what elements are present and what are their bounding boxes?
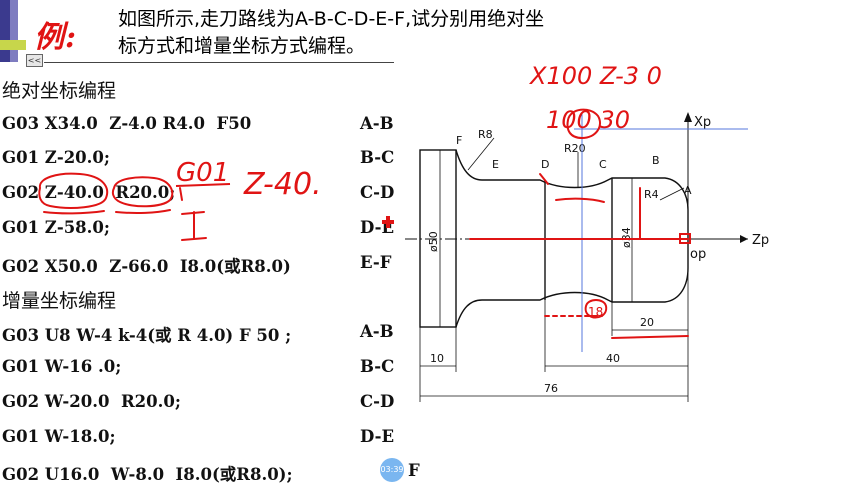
point-label-e: E: [492, 158, 499, 171]
r4-label: R4: [644, 188, 659, 201]
incremental-heading: 增量坐标编程: [2, 290, 117, 312]
incremental-line-1: G03 U8 W-4 k-4(或 R 4.0) F 50 ;: [2, 326, 292, 345]
incremental-seg-2: B-C: [360, 357, 395, 376]
absolute-heading: 绝对坐标编程: [2, 80, 117, 102]
incremental-seg-1: A-B: [360, 322, 394, 341]
ink-curve-cd: [555, 197, 605, 203]
incremental-line-5: G02 U16.0 W-8.0 I8.0(或R8.0);: [2, 465, 293, 484]
ink-circle-100: [566, 108, 601, 140]
point-label-d: D: [541, 158, 549, 171]
part-profile-bottom: [455, 267, 689, 328]
d50-label: ø50: [427, 231, 440, 252]
xp-arrow: [684, 112, 692, 122]
ink-annotation-18: 18: [588, 305, 603, 319]
ink-origin-box: [679, 233, 691, 244]
incremental-seg-5: F: [408, 461, 420, 480]
point-label-a: A: [684, 184, 692, 197]
previous-slide-button[interactable]: <<: [26, 54, 43, 67]
red-cross-marker: [382, 216, 394, 228]
d34-label: ø34: [620, 227, 633, 248]
origin-label: op: [690, 247, 706, 262]
video-timestamp-badge: 03:39: [380, 458, 404, 482]
absolute-seg-5: E-F: [360, 253, 392, 272]
dim-10-label: 10: [430, 352, 444, 365]
absolute-line-4: G01 Z-58.0;: [2, 218, 110, 237]
r8-leader: [467, 137, 495, 171]
problem-line-1: 如图所示,走刀路线为A-B-C-D-E-F,试分别用绝对坐: [118, 8, 545, 30]
r20-label: R20: [564, 142, 586, 155]
incremental-seg-4: D-E: [360, 427, 395, 446]
r8-label: R8: [478, 128, 493, 141]
ink-underline-20: [611, 335, 689, 339]
problem-statement: 如图所示,走刀路线为A-B-C-D-E-F,试分别用绝对坐 标方式和增量坐标方式…: [118, 6, 758, 60]
xp-axis-label: Xp: [694, 115, 711, 130]
absolute-seg-1: A-B: [360, 114, 394, 133]
dim-20-label: 20: [640, 316, 654, 329]
absolute-seg-3: C-D: [360, 183, 395, 202]
slide-accent-bar: [0, 0, 26, 62]
ink-tick-d: [539, 173, 549, 185]
incremental-seg-3: C-D: [360, 392, 395, 411]
part-profile-top: [455, 149, 689, 211]
problem-line-2: 标方式和增量坐标方式编程。: [118, 35, 366, 57]
ink-annotation-line2: 100 30: [546, 106, 630, 134]
absolute-line-2: G01 Z-20.0;: [2, 148, 110, 167]
zp-arrow: [740, 235, 748, 243]
dim-76-label: 76: [544, 382, 558, 395]
title-underline: [44, 62, 394, 63]
point-label-c: C: [599, 158, 607, 171]
point-label-b: B: [652, 154, 660, 167]
zp-axis-label: Zp: [752, 233, 769, 248]
absolute-line-5: G02 X50.0 Z-66.0 I8.0(或R8.0): [2, 257, 291, 276]
r4-leader: [659, 187, 685, 201]
absolute-line-1: G03 X34.0 Z-4.0 R4.0 F50: [2, 114, 252, 133]
point-label-f: F: [456, 134, 462, 147]
absolute-seg-2: B-C: [360, 148, 395, 167]
dim-40-label: 40: [606, 352, 620, 365]
ink-annotation-line1: X100 Z-3 0: [528, 62, 662, 90]
ink-circle-18: [584, 299, 608, 319]
example-label: 例:: [34, 20, 78, 55]
incremental-line-4: G01 W-18.0;: [2, 427, 116, 446]
incremental-line-3: G02 W-20.0 R20.0;: [2, 392, 181, 411]
incremental-line-2: G01 W-16 .0;: [2, 357, 122, 376]
